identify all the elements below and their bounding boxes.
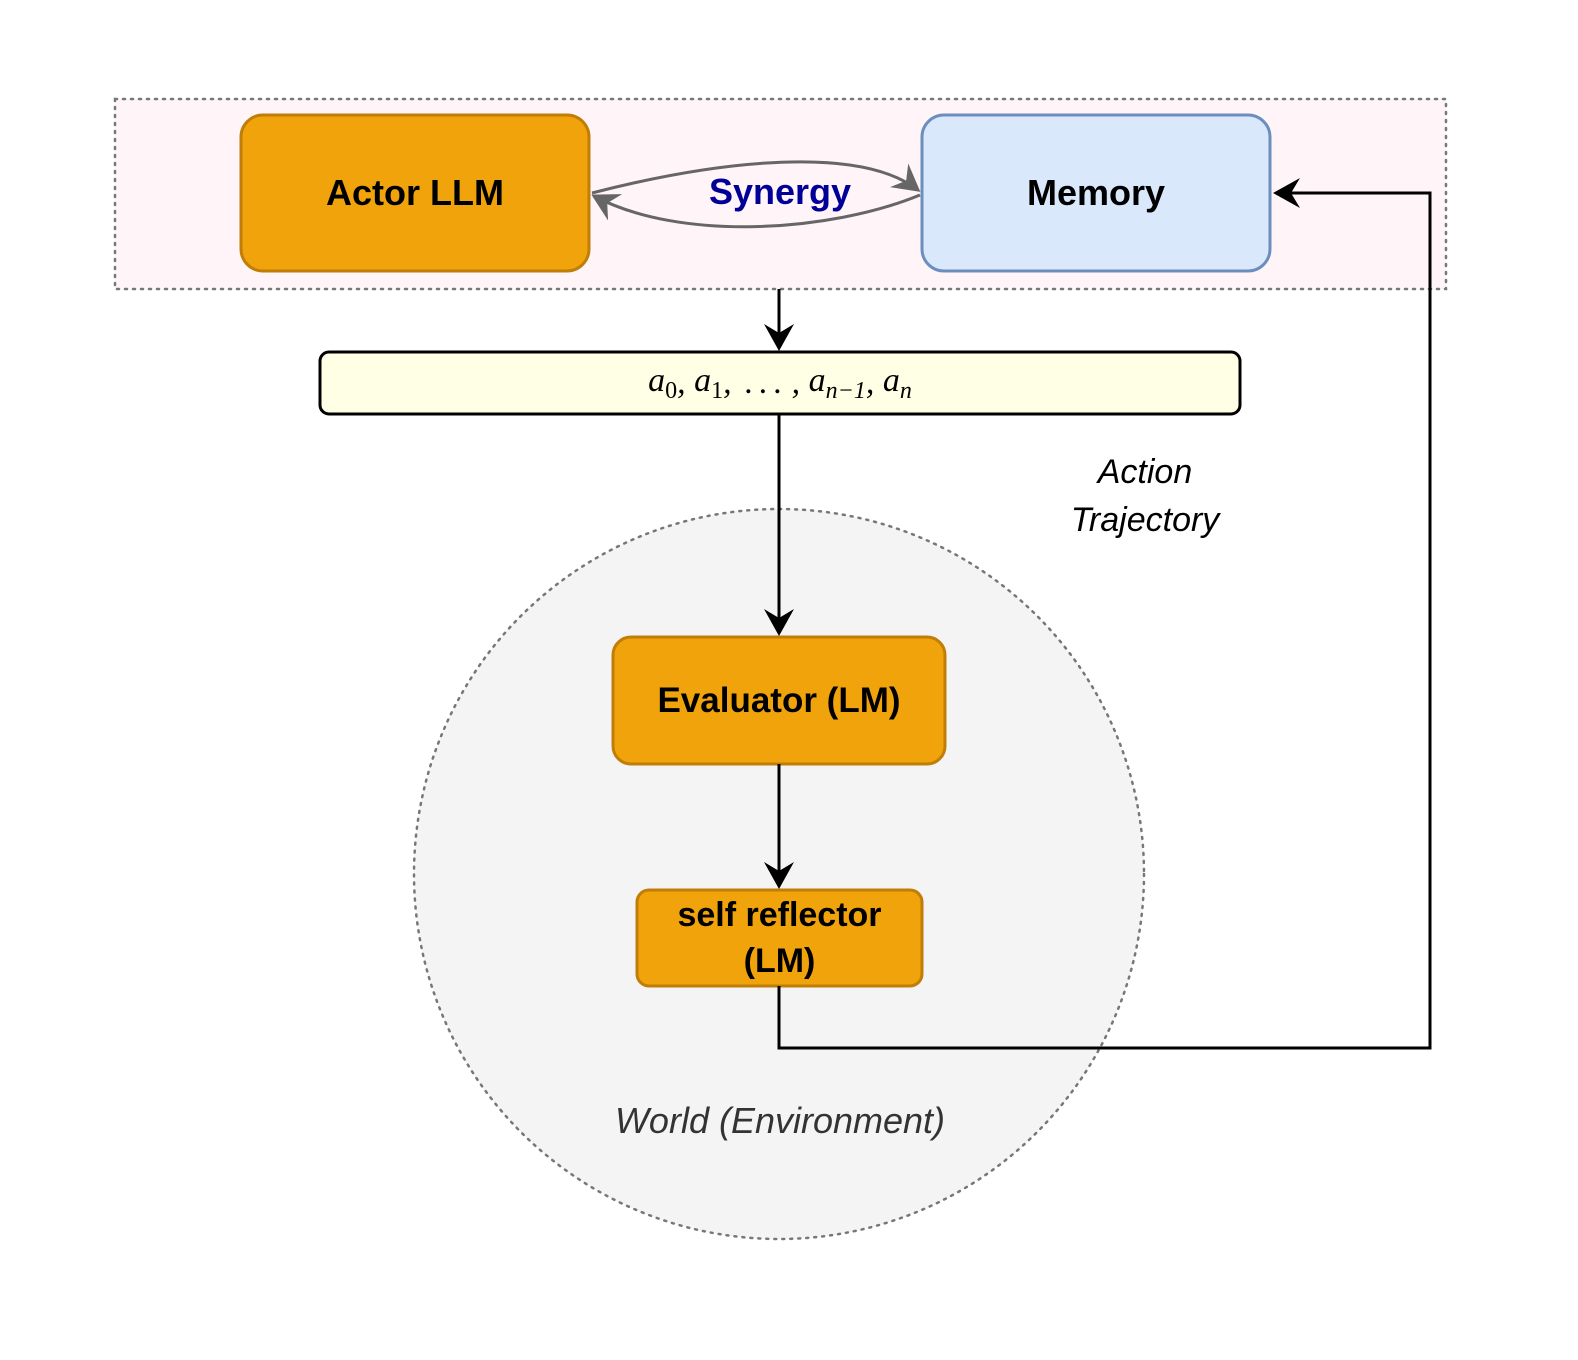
environment-label: World (Environment): [560, 1100, 1000, 1142]
action-an: an: [882, 361, 912, 404]
memory-box: [920, 113, 1272, 273]
self-reflector-box: [635, 888, 924, 988]
actor-llm-box: [239, 113, 591, 273]
synergy-arrow-to-actor: [591, 193, 921, 229]
evaluator-box: [611, 635, 947, 766]
action-a1: a1: [694, 361, 724, 404]
action-a0: a0: [648, 361, 678, 404]
action-an-1: an−1: [808, 361, 866, 404]
synergy-arrow-to-memory: [591, 160, 921, 195]
action-sequence: a0, a1, ..., an−1, an: [648, 361, 912, 404]
feedback-arrow-to-memory: [777, 178, 1432, 1050]
action-trajectory-line2: Trajectory: [1070, 501, 1220, 539]
action-trajectory-line1: Action: [1097, 453, 1193, 491]
environment-text: World (Environment): [614, 1100, 946, 1141]
action-trajectory-label: Action Trajectory: [1040, 448, 1250, 544]
action-ellipsis: ...: [744, 364, 788, 401]
